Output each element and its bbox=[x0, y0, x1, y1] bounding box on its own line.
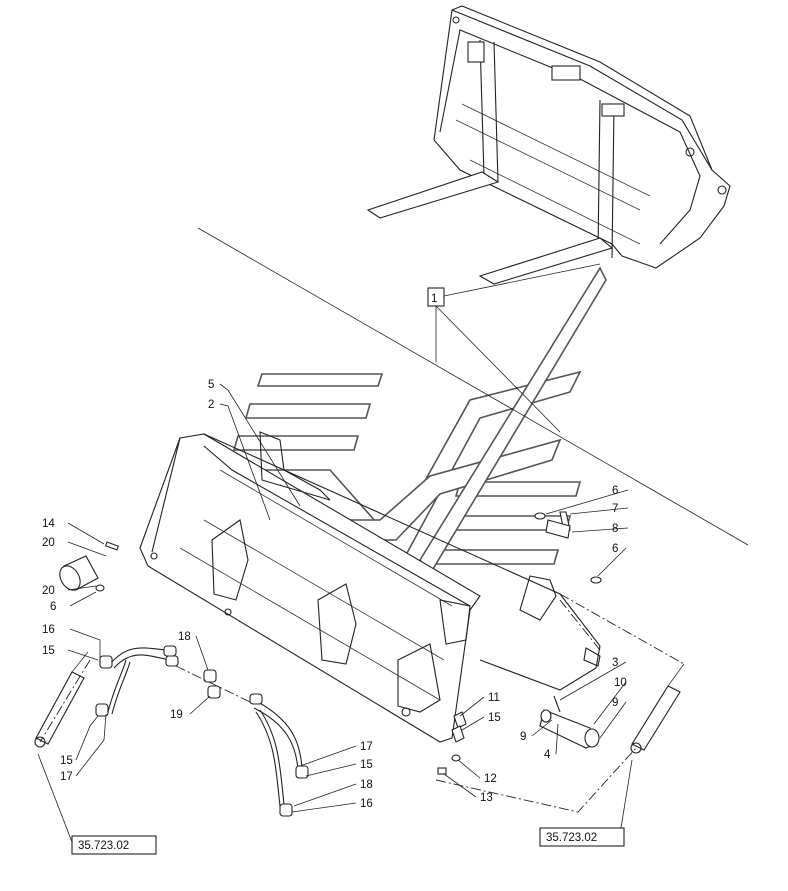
callout-15-right-upper: 15 bbox=[360, 759, 373, 771]
right-hydraulic-cylinder bbox=[631, 685, 681, 751]
callout-4: 4 bbox=[544, 749, 551, 761]
callout-19: 20 bbox=[42, 585, 55, 597]
callout-11: 11 bbox=[488, 692, 500, 704]
part-13-pin-left bbox=[104, 541, 120, 551]
callout-13-bottom: 13 bbox=[480, 792, 493, 804]
callout-18: 20 bbox=[42, 537, 55, 549]
fitting-15-c bbox=[295, 765, 309, 779]
fitting-15-b bbox=[95, 703, 109, 717]
hose-17-lower-right bbox=[259, 709, 285, 805]
part-8-sleeve bbox=[545, 519, 571, 539]
part-6-washer-left bbox=[95, 584, 105, 592]
fitting-15-a bbox=[99, 655, 113, 669]
callout-15-left-lower: 15 bbox=[60, 755, 73, 767]
hose-16-upper-left bbox=[109, 647, 171, 665]
callout-6-lower-right: 6 bbox=[612, 543, 618, 555]
fitting-15-d bbox=[279, 803, 293, 817]
callout-5: 5 bbox=[208, 379, 214, 391]
callout-2: 2 bbox=[208, 399, 214, 411]
reference-box-left bbox=[71, 835, 157, 855]
callout-9-right: 9 bbox=[612, 697, 618, 709]
fitting-20-a bbox=[203, 669, 217, 683]
part-14-fitting bbox=[451, 725, 465, 743]
callout-1: 1 bbox=[431, 293, 437, 305]
axis-line bbox=[197, 227, 749, 546]
callout-7: 7 bbox=[612, 503, 618, 515]
callout-15-left-upper: 15 bbox=[42, 645, 55, 657]
callout-6-left: 6 bbox=[50, 601, 56, 613]
callout-1-box bbox=[427, 287, 445, 307]
main-bucket bbox=[139, 431, 601, 743]
bucket-with-pallet-forks bbox=[366, 5, 731, 285]
callout-16-left: 16 bbox=[42, 624, 55, 636]
callout-13-top: 14 bbox=[42, 518, 55, 530]
callout-14: 15 bbox=[488, 712, 501, 724]
part-3-bolt bbox=[553, 695, 561, 713]
part-6-washer-lower bbox=[590, 576, 602, 584]
callout-6-upper-right: 6 bbox=[612, 485, 618, 497]
part-11-fitting bbox=[453, 711, 467, 729]
reference-right: 35.723.02 bbox=[546, 832, 597, 844]
small-parts bbox=[59, 511, 602, 775]
callout-8: 8 bbox=[612, 523, 618, 535]
callout-labels: 1 5 2 14 20 20 6 16 15 15 17 18 19 17 15… bbox=[42, 287, 627, 810]
callout-20-lower: 19 bbox=[170, 709, 183, 721]
callout-16-right: 17 bbox=[360, 741, 373, 753]
hydraulic-hoses bbox=[95, 645, 309, 817]
left-hydraulic-cylinder bbox=[35, 671, 85, 745]
part-6-washer-upper bbox=[534, 512, 546, 520]
fitting-20-b bbox=[207, 685, 221, 699]
callout-3: 3 bbox=[612, 657, 618, 669]
callout-12: 12 bbox=[484, 773, 497, 785]
reference-box-right bbox=[539, 827, 625, 847]
hydraulic-cylinders bbox=[34, 651, 685, 754]
callout-10: 10 bbox=[614, 677, 627, 689]
callout-15-right-lower: 16 bbox=[360, 798, 373, 810]
hose-16-lower-right bbox=[257, 701, 303, 769]
reference-boxes: 35.723.02 35.723.02 bbox=[71, 827, 625, 855]
callout-20-upper: 18 bbox=[178, 631, 191, 643]
callout-17-left: 17 bbox=[60, 771, 73, 783]
reference-left: 35.723.02 bbox=[78, 840, 129, 852]
part-13-pin-bottom bbox=[437, 767, 447, 775]
part-12-washer bbox=[451, 754, 461, 762]
callout-17-right: 18 bbox=[360, 779, 373, 791]
assembly-lines bbox=[39, 593, 685, 813]
callout-9-left: 9 bbox=[520, 731, 526, 743]
leader-lines bbox=[37, 263, 633, 843]
